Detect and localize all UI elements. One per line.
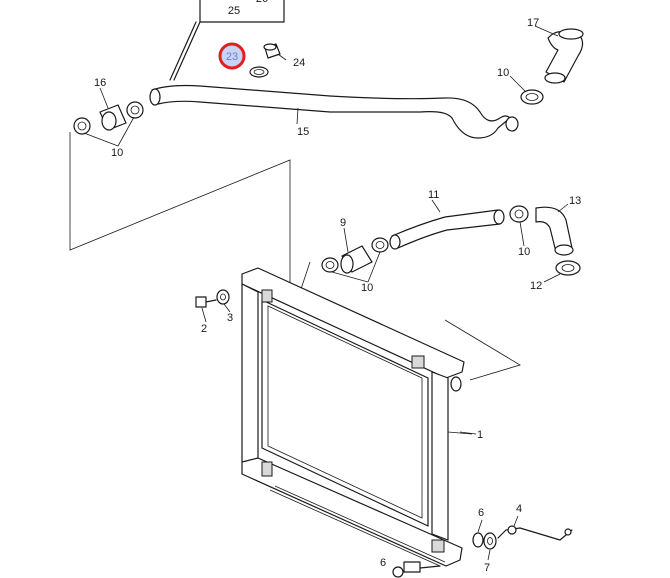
callout-4[interactable]: 4: [516, 503, 522, 515]
callout-6-bottom[interactable]: 6: [380, 557, 386, 569]
callout-25[interactable]: 25: [228, 5, 240, 17]
radiator-assembly[interactable]: [241, 267, 473, 567]
callout-10-left[interactable]: 10: [111, 147, 123, 159]
callout-10-mid-left[interactable]: 10: [361, 282, 373, 294]
hose-9[interactable]: [340, 245, 373, 274]
callout-leaders: [83, 25, 569, 561]
bleed-plug[interactable]: [263, 43, 281, 59]
callout-15[interactable]: 15: [297, 126, 309, 138]
washer-6-right[interactable]: [472, 532, 484, 548]
callout-11[interactable]: 11: [428, 189, 439, 201]
clamp-10-left-b[interactable]: [126, 101, 144, 119]
callout-10-upper-right[interactable]: 10: [497, 67, 509, 79]
callout-16[interactable]: 16: [94, 77, 106, 89]
callout-labels: 24 16 15 17 10 10 9 11 13 10 12 10 2 3 1…: [94, 17, 581, 574]
callout-3[interactable]: 3: [227, 312, 233, 324]
hose-16[interactable]: [99, 104, 127, 131]
elbow-hose-13[interactable]: [535, 206, 574, 256]
callout-13[interactable]: 13: [569, 195, 581, 207]
clamp-10-left-a[interactable]: [73, 117, 91, 135]
lower-hose-11[interactable]: [389, 209, 505, 250]
callout-10-mid-right[interactable]: 10: [518, 246, 530, 258]
callout-12[interactable]: 12: [530, 280, 542, 292]
detail-inset-box: 25 26: [169, 0, 285, 81]
bolt-2[interactable]: [195, 296, 217, 308]
callout-26[interactable]: 26: [256, 0, 268, 5]
clamp-10-upper-right[interactable]: [520, 89, 544, 105]
callout-6-right[interactable]: 6: [478, 507, 484, 519]
bleed-clamp[interactable]: [249, 66, 269, 78]
highlighted-callout-23[interactable]: 23: [218, 42, 246, 70]
clamp-12[interactable]: [555, 260, 581, 276]
callout-7[interactable]: 7: [484, 562, 490, 574]
callout-1[interactable]: 1: [477, 429, 483, 441]
hose-17[interactable]: [544, 28, 584, 84]
clamp-10-mid-left-b[interactable]: [371, 237, 389, 253]
fitting-7-right[interactable]: [483, 532, 497, 550]
drain-plug-bottom[interactable]: [392, 561, 441, 578]
clamp-10-mid-left-a[interactable]: [321, 257, 339, 273]
callout-17[interactable]: 17: [527, 17, 539, 29]
callout-23: 23: [226, 51, 238, 63]
callout-2[interactable]: 2: [201, 323, 207, 335]
washer-3[interactable]: [216, 289, 230, 305]
callout-9[interactable]: 9: [340, 217, 346, 229]
clamp-10-mid-right[interactable]: [509, 205, 529, 223]
drain-pipe-4[interactable]: [497, 525, 573, 541]
upper-radiator-hose[interactable]: [149, 84, 519, 139]
callout-24[interactable]: 24: [293, 57, 305, 69]
assembly-guide-lines: [69, 132, 521, 381]
